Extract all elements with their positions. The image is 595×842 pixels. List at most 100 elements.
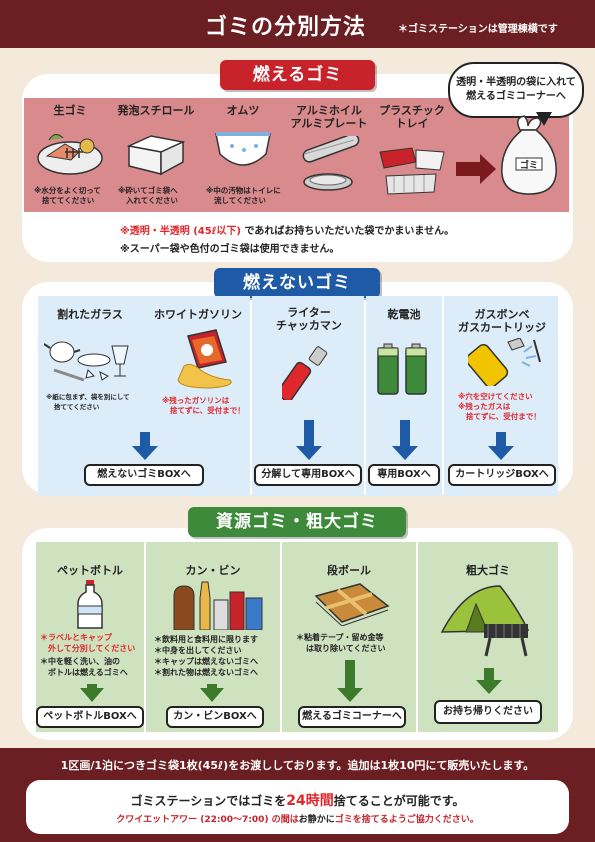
item-name: ライター チャッカマン	[276, 306, 342, 332]
styrofoam-box-icon	[126, 135, 186, 176]
footer-text: クワイエットアワー (22:00〜7:00) の間は	[116, 815, 299, 825]
burnable-label: 燃えるゴミ	[220, 60, 375, 90]
footer-quiet-hours: クワイエットアワー (22:00〜7:00) の間はお静かにゴミを捨てるようご協…	[26, 812, 569, 825]
note-line: ＊割れた物は燃えないゴミへ	[154, 668, 258, 677]
note-highlight: 透明・半透明 (45ℓ以下)	[129, 226, 241, 237]
destination-battery-box: 専用BOXへ	[368, 464, 440, 486]
item-note: ※残ったガソリンは 捨てずに、受付まで！	[162, 396, 245, 416]
non-burnable-item-glass: 割れたガラス	[40, 308, 140, 321]
non-burnable-col-4	[444, 296, 558, 496]
item-name: ホワイトガソリン	[154, 308, 242, 321]
aluminum-foil-icon	[302, 136, 360, 191]
broken-glass-icon	[44, 341, 129, 382]
lighter-icon	[282, 346, 328, 400]
note-line: 捨ててください	[54, 403, 100, 411]
arrow-down-icon	[476, 668, 502, 694]
footer-text: ゴミを捨てるようご協力ください。	[334, 815, 479, 825]
note-line: ＊中を軽く洗い、油の	[40, 657, 120, 666]
item-note: ※中の汚物はトイレに 流してください	[206, 186, 281, 206]
item-name: オムツ	[226, 104, 260, 117]
item-note-red: ＊ラベルとキャップ 外して分別してください	[40, 632, 135, 654]
note-prefix: ※	[120, 226, 130, 237]
footer-highlight: 24時間	[286, 793, 334, 809]
destination-pet-box: ペットボトルBOXへ	[36, 706, 144, 728]
destination-non-burnable-box: 燃えないゴミBOXへ	[84, 464, 204, 486]
non-burnable-item-gas: ガスボンベ ガスカートリッジ	[446, 308, 558, 334]
note-line: ＊キャップは燃えないゴミへ	[154, 657, 258, 666]
burnable-item-styrofoam: 発泡スチロール ※砕いてゴミ袋へ 入れてください	[112, 98, 200, 212]
battery-icon	[377, 343, 427, 395]
item-name: 割れたガラス	[57, 308, 123, 321]
gas-cartridge-icon	[468, 338, 541, 386]
tent-grill-icon	[440, 585, 530, 657]
burnable-item-diaper: オムツ ※中の汚物はトイレに 流してください	[200, 98, 286, 212]
bag-label: ゴミ	[520, 159, 538, 171]
item-note: ※砕いてゴミ袋へ 入れてください	[118, 186, 178, 206]
footer-text: お静かに	[298, 815, 335, 825]
footer-text: 捨てることが可能です。	[333, 794, 465, 808]
note-line: ボトルは燃えるゴミへ	[48, 668, 128, 677]
page-title: ゴミの分別方法	[205, 15, 367, 40]
arrow-down-icon	[200, 684, 224, 702]
destination-burnable-corner: 燃えるゴミコーナーへ	[298, 706, 406, 728]
non-burnable-item-gasoline: ホワイトガソリン	[146, 308, 250, 321]
note-line: 捨てずに、受付まで！	[466, 412, 541, 421]
note-line: は取り除いてください	[306, 644, 386, 653]
item-note: ＊飲料用と食料用に限ります ＊中身を出してください ＊キャップは燃えないゴミへ …	[154, 634, 258, 678]
note-line: ※中の汚物はトイレに	[206, 186, 281, 195]
footer-bag-info: 1区画/1泊につきゴミ袋1枚(45ℓ)をお渡ししております。追加は1枚10円にて…	[60, 759, 535, 772]
burnable-note-2: ※スーパー袋や色付のゴミ袋は使用できません。	[120, 244, 340, 255]
arrow-right-icon	[456, 154, 496, 184]
note-line: ＊粘着テープ・留め金等	[296, 633, 384, 642]
non-burnable-col-2	[252, 296, 364, 496]
burnable-item-food: 生ゴミ ※水分をよく切って 捨ててください	[28, 98, 112, 212]
cans-bottles-icon	[173, 581, 263, 630]
arrow-down-icon	[296, 420, 322, 460]
note-line: ＊中身を出してください	[154, 646, 242, 655]
destination-cans-box: カン・ビンBOXへ	[166, 706, 264, 728]
diaper-icon	[215, 132, 271, 166]
item-name: 発泡スチロール	[117, 104, 195, 117]
note-text: であればお持ちいただいた袋でかまいません。	[241, 226, 455, 237]
note-line: 捨てずに、受付まで！	[170, 406, 245, 415]
item-name: ペットボトル	[57, 564, 123, 577]
destination-dedicated-box: 分解して専用BOXへ	[254, 464, 362, 486]
arrow-down-icon	[392, 420, 418, 460]
footer-24h: ゴミステーションではゴミを24時間捨てることが可能です。	[26, 790, 569, 810]
arrow-down-icon	[80, 684, 104, 702]
bubble-line: 透明・半透明の袋に入れて	[456, 77, 576, 88]
note-line: 外して分別してください	[48, 644, 136, 653]
destination-cartridge-box: カートリッジBOXへ	[448, 464, 556, 486]
item-note: ※紙に包まず、袋を別にして 捨ててください	[46, 392, 130, 412]
resource-col-1	[36, 542, 144, 732]
item-name: 粗大ゴミ	[466, 564, 510, 577]
item-note: ※水分をよく切って 捨ててください	[34, 186, 101, 206]
food-waste-icon	[37, 134, 103, 175]
note-line: 捨ててください	[42, 196, 95, 205]
item-name: 段ボール	[327, 564, 371, 577]
note-line: ※砕いてゴミ袋へ	[118, 186, 178, 195]
footer-box	[26, 780, 569, 834]
non-burnable-item-battery: 乾電池	[366, 308, 442, 321]
arrow-down-icon	[132, 432, 158, 460]
header-bar: ゴミの分別方法 ＊ゴミステーションは管理棟横です	[0, 0, 595, 48]
non-burnable-item-lighter: ライター チャッカマン	[254, 306, 364, 332]
bubble-line: 燃えるゴミコーナーへ	[466, 91, 566, 102]
burnable-item-aluminum: アルミホイル アルミプレート	[286, 98, 372, 212]
note-line: 入れてください	[126, 196, 179, 205]
item-name: カン・ビン	[185, 564, 241, 577]
plastic-tray-icon	[379, 147, 445, 195]
note-line: ※残ったガスは	[458, 402, 511, 411]
note-line: ＊飲料用と食料用に限ります	[154, 635, 258, 644]
note-line: ※残ったガソリンは	[162, 396, 230, 405]
arrow-down-icon	[337, 660, 363, 702]
burnable-item-plastic-tray: プラスチック トレイ	[372, 98, 452, 212]
note-line: 流してください	[214, 196, 267, 205]
garbage-bag-icon: ゴミ	[501, 115, 557, 195]
non-burnable-col-3	[366, 296, 442, 496]
note-line: ※水分をよく切って	[34, 186, 101, 195]
white-gasoline-icon	[177, 329, 232, 389]
pet-bottle-icon	[77, 580, 103, 629]
cardboard-icon	[314, 583, 390, 626]
resource-label: 資源ゴミ・粗大ゴミ	[188, 507, 406, 537]
